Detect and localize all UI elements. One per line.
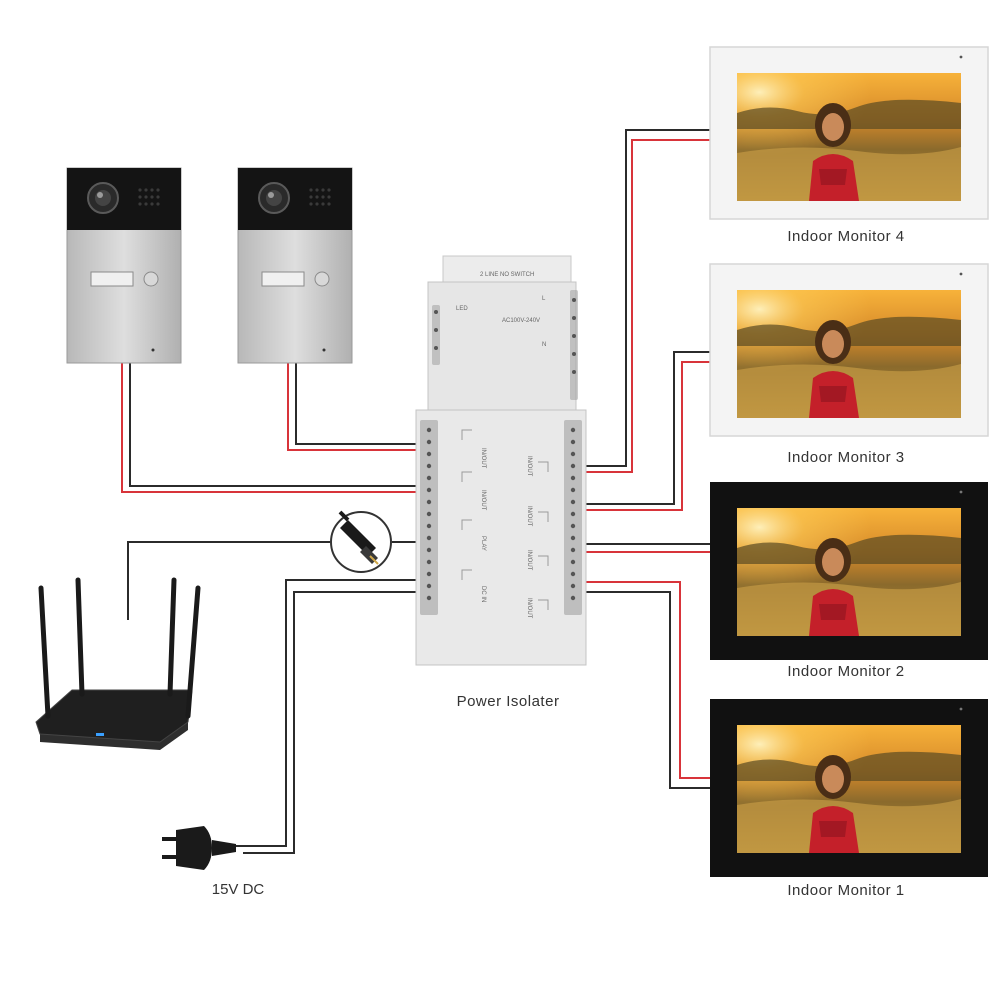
power-isolator: 2 LINE NO SWITCH LED L AC100V-240V N IN/…: [415, 255, 587, 666]
monitor-label-3: Indoor Monitor 3: [787, 449, 904, 466]
isolator-title-print: 2 LINE NO SWITCH: [480, 272, 534, 278]
isolator-inout-print: IN/OUT: [526, 506, 532, 527]
monitor-label-1: Indoor Monitor 1: [787, 882, 904, 899]
power-plug-icon: [162, 826, 236, 870]
isolator-l-print: L: [542, 296, 546, 302]
monitor-label-2: Indoor Monitor 2: [787, 663, 904, 680]
monitor-label-4: Indoor Monitor 4: [787, 228, 904, 245]
power-label: 15V DC: [212, 881, 265, 898]
indoor-monitor-3: [709, 263, 989, 437]
monitor-screen: [737, 508, 961, 636]
indoor-monitor-4: [709, 46, 989, 220]
isolator-led-print: LED: [456, 306, 468, 312]
isolator-label: Power Isolater: [457, 693, 560, 710]
isolator-inout-print: IN/OUT: [480, 448, 486, 469]
doorbell-icon: [237, 167, 353, 364]
router-icon: [35, 577, 201, 750]
wiring: [121, 129, 710, 854]
isolator-inout-print: IN/OUT: [526, 598, 532, 619]
monitor-screen: [737, 290, 961, 418]
isolator-inout-print: IN/OUT: [526, 550, 532, 571]
isolator-play-print: PLAY: [480, 536, 486, 551]
indoor-monitor-1: [710, 699, 988, 877]
monitor-screen: [737, 725, 961, 853]
indoor-monitor-2: [710, 482, 988, 660]
isolator-n-print: N: [542, 342, 546, 348]
isolator-ac-print: AC100V-240V: [502, 318, 540, 324]
monitor-screen: [737, 73, 961, 201]
doorbell-icon: [66, 167, 182, 364]
ethernet-plug-icon: [330, 510, 392, 573]
isolator-inout-print: IN/OUT: [526, 456, 532, 477]
isolator-inout-print: IN/OUT: [480, 490, 486, 511]
isolator-dcin-print: DC IN: [480, 586, 486, 602]
